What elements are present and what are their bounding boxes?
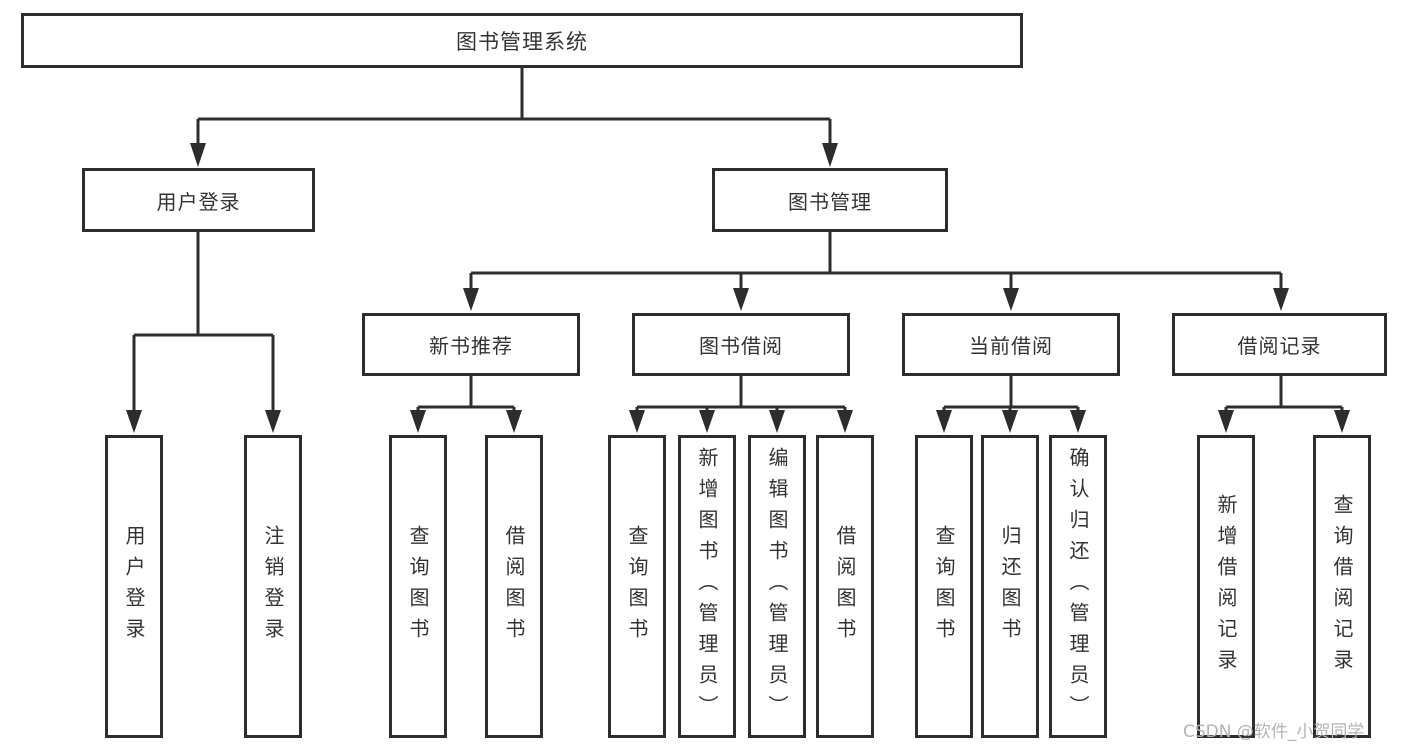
leaf-query-books-current: 查询图书 xyxy=(915,435,973,738)
node-label: 图书管理 xyxy=(788,189,872,214)
leaf-confirm-return-admin: 确认归还（管理员） xyxy=(1049,435,1107,738)
arrow-down-icons xyxy=(126,143,1350,433)
leaf-borrow-books: 借阅图书 xyxy=(816,435,874,738)
node-label: 编辑图书（管理员） xyxy=(765,447,789,726)
leaf-add-borrow-record: 新增借阅记录 xyxy=(1197,435,1255,738)
leaf-add-books-admin: 新增图书（管理员） xyxy=(678,435,736,738)
node-label: 用户登录 xyxy=(122,524,146,649)
node-borrowing-records: 借阅记录 xyxy=(1172,313,1387,376)
node-label: 查询借阅记录 xyxy=(1330,493,1354,680)
node-label: 用户登录 xyxy=(156,189,241,214)
node-current-borrowing: 当前借阅 xyxy=(902,313,1120,376)
node-book-management: 图书管理 xyxy=(712,168,948,232)
node-user-login: 用户登录 xyxy=(82,168,315,232)
node-label: 查询图书 xyxy=(625,524,649,649)
node-label: 查询图书 xyxy=(406,524,430,649)
node-label: 归还图书 xyxy=(998,524,1022,649)
csdn-watermark: CSDN @软件_小贺同学 xyxy=(1183,722,1365,742)
leaf-logout: 注销登录 xyxy=(244,435,302,738)
leaf-query-books-recommend: 查询图书 xyxy=(389,435,447,738)
leaf-query-books-borrowing: 查询图书 xyxy=(608,435,666,738)
leaf-borrow-books-recommend: 借阅图书 xyxy=(485,435,543,738)
node-book-borrowing: 图书借阅 xyxy=(632,313,850,376)
node-library-management-system: 图书管理系统 xyxy=(21,13,1023,68)
node-label: 图书借阅 xyxy=(699,334,783,358)
leaf-user-login: 用户登录 xyxy=(105,435,163,738)
node-label: 借阅图书 xyxy=(833,524,857,649)
node-new-book-recommendation: 新书推荐 xyxy=(362,313,580,376)
node-label: 新书推荐 xyxy=(429,334,513,358)
node-label: 图书管理系统 xyxy=(456,29,588,54)
leaf-return-books: 归还图书 xyxy=(981,435,1039,738)
node-label: 借阅图书 xyxy=(502,524,526,649)
leaf-edit-books-admin: 编辑图书（管理员） xyxy=(748,435,806,738)
node-label: 当前借阅 xyxy=(969,334,1053,358)
node-label: 查询图书 xyxy=(932,524,956,649)
node-label: 新增图书（管理员） xyxy=(695,447,719,726)
node-label: 注销登录 xyxy=(261,524,285,649)
node-label: 借阅记录 xyxy=(1237,334,1322,358)
node-label: 新增借阅记录 xyxy=(1214,493,1238,680)
leaf-query-borrow-record: 查询借阅记录 xyxy=(1313,435,1371,738)
node-label: 确认归还（管理员） xyxy=(1066,447,1090,726)
